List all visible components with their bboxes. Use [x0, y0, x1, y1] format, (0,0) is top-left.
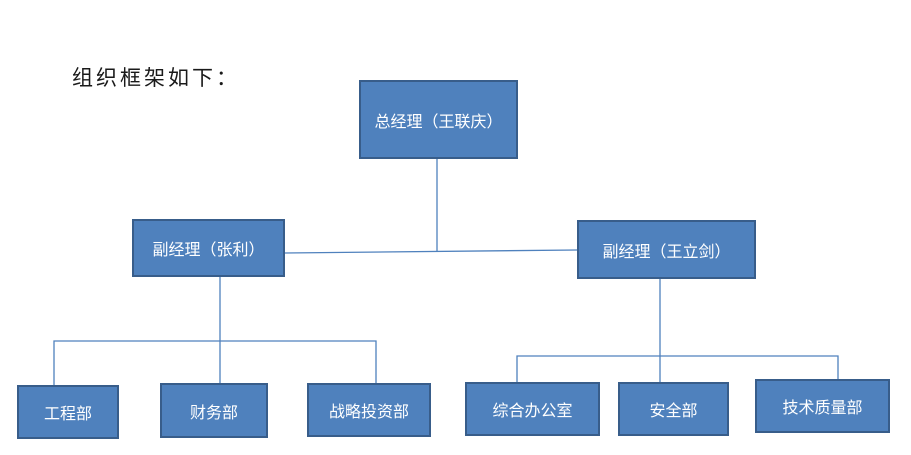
page-heading: 组织框架如下： — [72, 66, 240, 90]
node-finance-dept: 财务部 — [160, 383, 268, 438]
connector-vp-bar — [284, 249, 578, 254]
connector-vp2-branch — [516, 355, 839, 382]
connector-vp1-branch — [53, 340, 377, 385]
node-general-office: 综合办公室 — [465, 382, 600, 436]
node-deputy-manager-zhang: 副经理（张利） — [132, 219, 285, 277]
node-deputy-manager-wang: 副经理（王立剑） — [577, 220, 756, 279]
node-engineering-dept: 工程部 — [17, 385, 119, 439]
node-general-manager: 总经理（王联庆） — [359, 80, 518, 159]
node-safety-dept: 安全部 — [618, 382, 729, 436]
node-technical-quality-dept: 技术质量部 — [755, 379, 890, 433]
node-strategic-investment-dept: 战略投资部 — [307, 383, 431, 437]
